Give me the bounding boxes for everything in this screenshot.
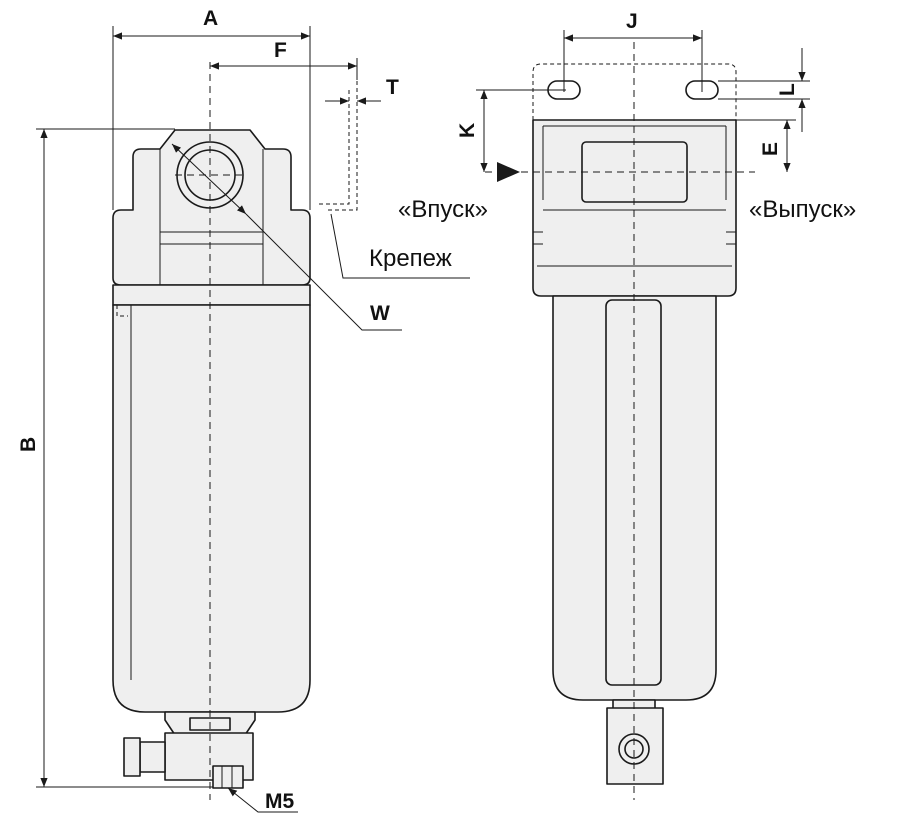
outlet-callout: «Выпуск» [749,196,856,223]
dim-l-label: L [776,83,799,96]
side-collar [112,284,311,306]
dim-t-label: T [386,76,399,99]
side-drain-valve [139,741,166,773]
dim-e-label: E [759,142,782,156]
mounting-callout: Крепеж [369,245,452,272]
front-view: J K L E «Впуск» «Выпуск» [398,10,856,800]
side-view: A F T Крепеж W B M5 [17,7,470,813]
front-bracket [532,63,737,120]
dim-j-label: J [626,10,638,33]
front-drain [606,707,664,785]
dim-b-label: B [17,437,40,452]
side-bowl [112,304,311,713]
dim-a-label: A [203,7,218,30]
inlet-callout: «Впуск» [398,196,488,223]
front-head [532,119,737,297]
inlet-arrow [497,162,520,182]
dim-k-label: K [456,123,479,138]
dim-f-label: F [274,39,287,62]
m5-label: M5 [265,790,294,813]
dim-w-label: W [370,302,390,325]
